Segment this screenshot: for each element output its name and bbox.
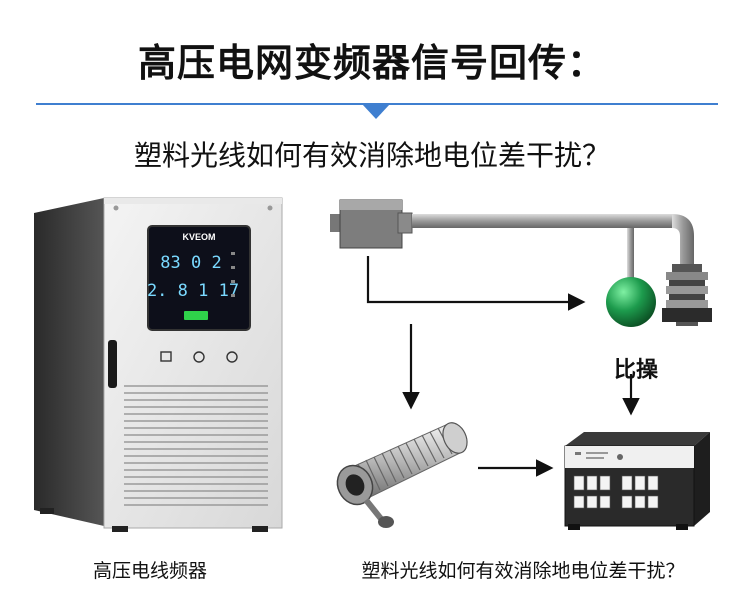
sensor-coupler xyxy=(662,264,712,326)
cabinet-button-info-icon xyxy=(226,351,238,363)
bottom-caption: 塑料光线如何有效消除地电位差干扰？ xyxy=(361,560,685,582)
display-readout-1: 83 0 2 xyxy=(160,253,221,273)
sensor-label: 比操 xyxy=(613,358,658,383)
display-readout-2: 2. 8 1 17 xyxy=(147,281,239,301)
inverter-cabinet: KVEOM 83 0 2 2. 8 1 17 xyxy=(34,197,283,532)
status-led xyxy=(184,311,208,320)
display-brand: KVEOM xyxy=(182,232,215,242)
sensor-ball xyxy=(606,277,656,327)
optical-coil xyxy=(336,422,468,528)
divider-pointer-icon xyxy=(362,104,390,119)
cabinet-handle xyxy=(108,340,117,388)
page-title: 高压电网变频器信号回传： xyxy=(137,41,606,85)
display-panel xyxy=(147,225,251,331)
inverter-caption: 高压电线频器 xyxy=(92,560,207,582)
signal-pipe xyxy=(412,214,694,278)
cabinet-button-power-icon xyxy=(193,351,205,363)
subtitle: 塑料光线如何有效消除地电位差干扰？ xyxy=(133,139,610,172)
transmitter-block xyxy=(330,199,413,249)
arrow-transmitter-to-sensor xyxy=(366,256,586,311)
cabinet-button-square-icon xyxy=(160,351,172,362)
terminal-box xyxy=(564,432,710,530)
